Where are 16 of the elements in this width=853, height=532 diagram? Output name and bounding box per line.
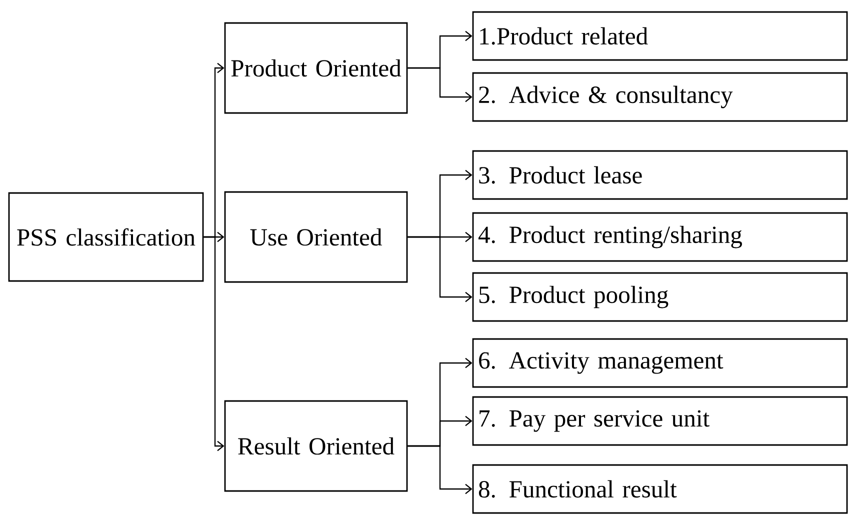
category-box: Product Oriented: [224, 22, 408, 114]
arrow: [408, 236, 472, 302]
item-box: 6. Activity management: [472, 338, 848, 388]
category-box: Use Oriented: [224, 191, 408, 283]
arrow: [408, 445, 472, 494]
item-box: 3. Product lease: [472, 150, 848, 200]
arrow: [408, 67, 472, 102]
item-box: 7. Pay per service unit: [472, 396, 848, 446]
arrow: [204, 236, 224, 452]
item-box: 8. Functional result: [472, 464, 848, 514]
root-box: PSS classification: [8, 192, 204, 282]
item-box: 1.Product related: [472, 11, 848, 61]
item-box: 4. Product renting/sharing: [472, 212, 848, 262]
item-box: 2. Advice & consultancy: [472, 72, 848, 122]
item-box: 5. Product pooling: [472, 272, 848, 322]
category-box: Result Oriented: [224, 400, 408, 492]
